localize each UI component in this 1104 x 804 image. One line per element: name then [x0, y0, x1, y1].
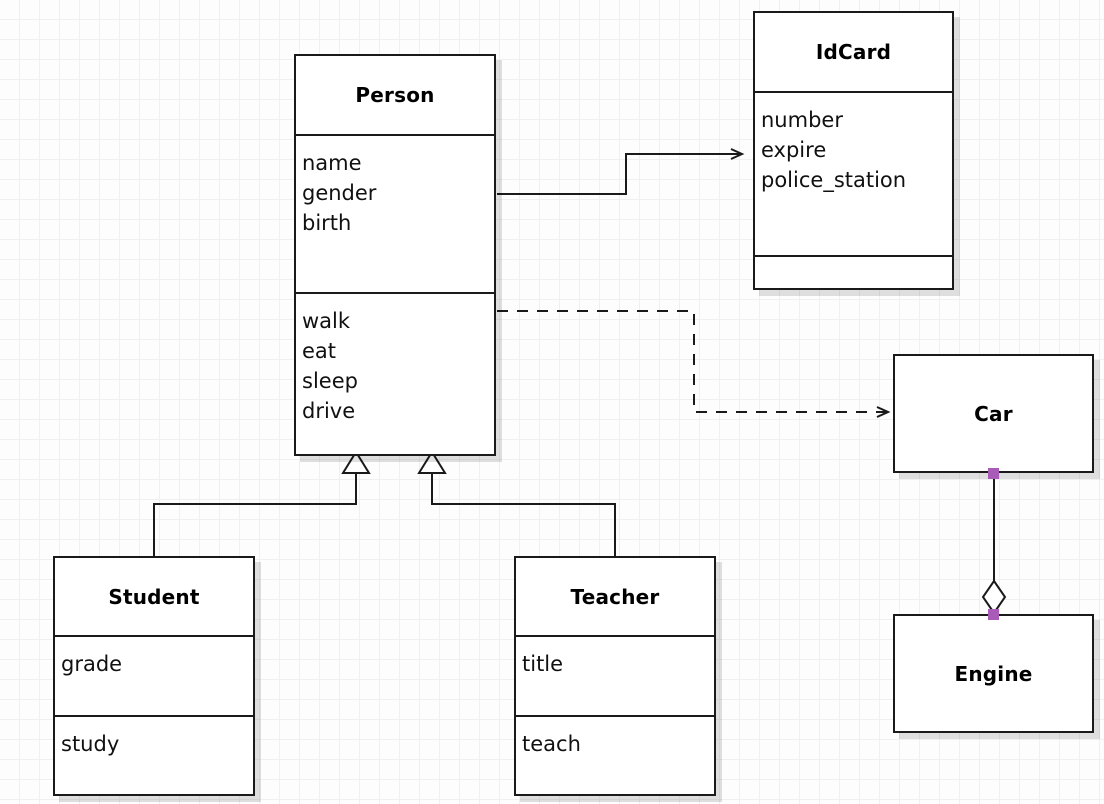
operations-student: study: [55, 715, 253, 794]
attribute-item: gender: [302, 181, 377, 205]
operation-item: teach: [522, 732, 581, 756]
attributes-idcard: number expire police_station: [755, 91, 952, 255]
class-name-idcard: IdCard: [815, 40, 892, 64]
class-name-person: Person: [355, 83, 435, 107]
edge-student-person[interactable]: [153, 472, 357, 556]
operation-item: walk: [302, 309, 351, 333]
operations-person: walk eat sleep drive: [296, 292, 494, 454]
edge-teacher-person[interactable]: [431, 472, 616, 556]
class-box-idcard[interactable]: IdCard number expire police_station: [753, 11, 954, 290]
edge-person-car[interactable]: [497, 310, 891, 418]
class-name-car: Car: [974, 401, 1013, 426]
attributes-student: grade: [55, 635, 253, 715]
attribute-item: name: [302, 151, 362, 175]
class-box-student[interactable]: Student grade study: [53, 556, 255, 796]
attributes-person: name gender birth: [296, 134, 494, 292]
attribute-item: title: [522, 652, 564, 676]
attribute-item: number: [761, 108, 843, 132]
class-box-teacher[interactable]: Teacher title teach: [514, 556, 716, 796]
connection-handle-car-bottom[interactable]: [988, 468, 999, 479]
class-name-engine: Engine: [954, 661, 1033, 686]
attribute-item: police_station: [761, 168, 907, 192]
operation-item: sleep: [302, 369, 358, 393]
attribute-item: expire: [761, 138, 827, 162]
class-name-student: Student: [108, 584, 200, 609]
attributes-teacher: title: [516, 635, 714, 715]
attribute-item: birth: [302, 211, 352, 235]
operation-item: eat: [302, 339, 337, 363]
class-box-person[interactable]: Person name gender birth walk eat sleep …: [294, 54, 496, 456]
operations-idcard: [755, 255, 952, 288]
operation-item: drive: [302, 399, 356, 423]
class-box-engine[interactable]: Engine: [893, 614, 1094, 733]
attribute-item: grade: [61, 652, 123, 676]
class-box-car[interactable]: Car: [893, 354, 1094, 473]
operations-teacher: teach: [516, 715, 714, 794]
connection-handle-engine-top[interactable]: [988, 609, 999, 620]
edge-person-idcard[interactable]: [497, 148, 745, 195]
class-name-teacher: Teacher: [570, 584, 660, 609]
operation-item: study: [61, 732, 120, 756]
